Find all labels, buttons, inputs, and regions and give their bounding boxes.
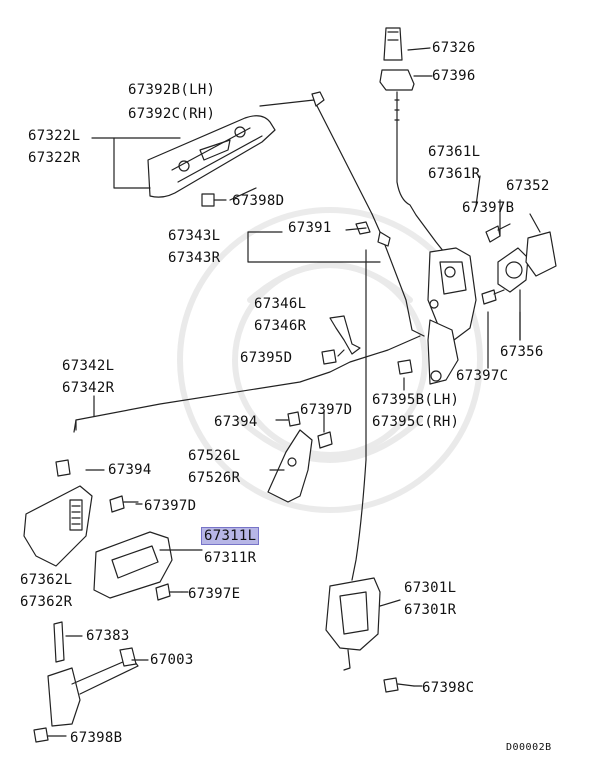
part-67346-lever xyxy=(329,315,361,355)
part-67398d-bolt xyxy=(201,193,227,207)
callout-67397d-bot: 67397D xyxy=(144,498,197,514)
leader-67343 xyxy=(247,231,381,263)
callout-67342l: 67342L xyxy=(62,358,115,374)
part-67395d-clip xyxy=(321,349,337,365)
part-67397d-screw-top xyxy=(317,431,333,449)
callout-67398b: 67398B xyxy=(70,730,123,746)
callout-67526r: 67526R xyxy=(188,470,241,486)
rod-67343 xyxy=(371,213,425,337)
callout-67311l-highlighted[interactable]: 67311L xyxy=(200,527,260,545)
part-67362-inside-handle-frame xyxy=(23,485,93,567)
callout-67397d-top: 67397D xyxy=(300,402,353,418)
cable-67301 xyxy=(351,249,367,581)
callout-67346r: 67346R xyxy=(254,318,307,334)
rod-67342 xyxy=(75,335,421,431)
lock-knob-rod xyxy=(396,91,445,253)
part-67395b-clip xyxy=(397,359,413,375)
callout-67301l: 67301L xyxy=(404,580,457,596)
callout-67361l: 67361L xyxy=(428,144,481,160)
part-67383-pin xyxy=(53,621,65,663)
callout-67526l: 67526L xyxy=(188,448,241,464)
callout-67346l: 67346L xyxy=(254,296,307,312)
part-67396-knob xyxy=(379,69,415,91)
part-67311-inside-handle-bezel xyxy=(93,531,173,599)
callout-67356: 67356 xyxy=(500,344,544,360)
callout-67397b: 67397B xyxy=(462,200,515,216)
callout-67352: 67352 xyxy=(506,178,550,194)
callout-67322l: 67322L xyxy=(28,128,81,144)
callout-67395b: 67395B(LH) xyxy=(372,392,460,408)
leader-67322 xyxy=(113,137,151,189)
callout-67361r: 67361R xyxy=(428,166,481,182)
part-67394-clip-a xyxy=(287,411,301,427)
callout-67342r: 67342R xyxy=(62,380,115,396)
callout-67343l: 67343L xyxy=(168,228,221,244)
part-67526-bracket xyxy=(267,429,313,503)
callout-67394-b: 67394 xyxy=(108,462,152,478)
part-67326-cap xyxy=(383,27,403,61)
callout-67322r: 67322R xyxy=(28,150,81,166)
part-67397c-screw xyxy=(481,289,505,305)
callout-67003: 67003 xyxy=(150,652,194,668)
part-67397b-screw xyxy=(485,223,511,243)
callout-67391: 67391 xyxy=(288,220,332,236)
callout-67395d: 67395D xyxy=(240,350,293,366)
part-67352-plate xyxy=(525,231,557,277)
callout-67383: 67383 xyxy=(86,628,130,644)
callout-67362l: 67362L xyxy=(20,572,73,588)
callout-67397c: 67397C xyxy=(456,368,509,384)
part-67003-door-check xyxy=(47,647,139,727)
part-67398c-bolt xyxy=(383,677,415,693)
callout-67396: 67396 xyxy=(432,68,476,84)
part-67398b-bolt xyxy=(33,727,49,743)
drawing-code: D00002B xyxy=(506,742,552,753)
callout-67362r: 67362R xyxy=(20,594,73,610)
callout-67397e: 67397E xyxy=(188,586,241,602)
callout-67343r: 67343R xyxy=(168,250,221,266)
part-67394-clip-b xyxy=(55,459,71,477)
callout-67301r: 67301R xyxy=(404,602,457,618)
callout-67326: 67326 xyxy=(432,40,476,56)
callout-67394-a: 67394 xyxy=(214,414,258,430)
callout-67398d: 67398D xyxy=(232,193,285,209)
part-67301-latch xyxy=(325,577,381,671)
part-67361-door-lock xyxy=(427,247,477,385)
part-67397e-screw xyxy=(155,583,183,601)
watermark xyxy=(177,207,483,513)
callout-67392b: 67392B(LH) xyxy=(128,82,216,98)
part-67397d-screw-bot xyxy=(109,495,139,513)
callout-67311r: 67311R xyxy=(204,550,257,566)
callout-67392c: 67392C(RH) xyxy=(128,106,216,122)
callout-67398c: 67398C xyxy=(422,680,475,696)
part-67356-striker xyxy=(497,247,529,293)
part-67322-outside-handle xyxy=(147,115,276,198)
callout-67395c: 67395C(RH) xyxy=(372,414,460,430)
